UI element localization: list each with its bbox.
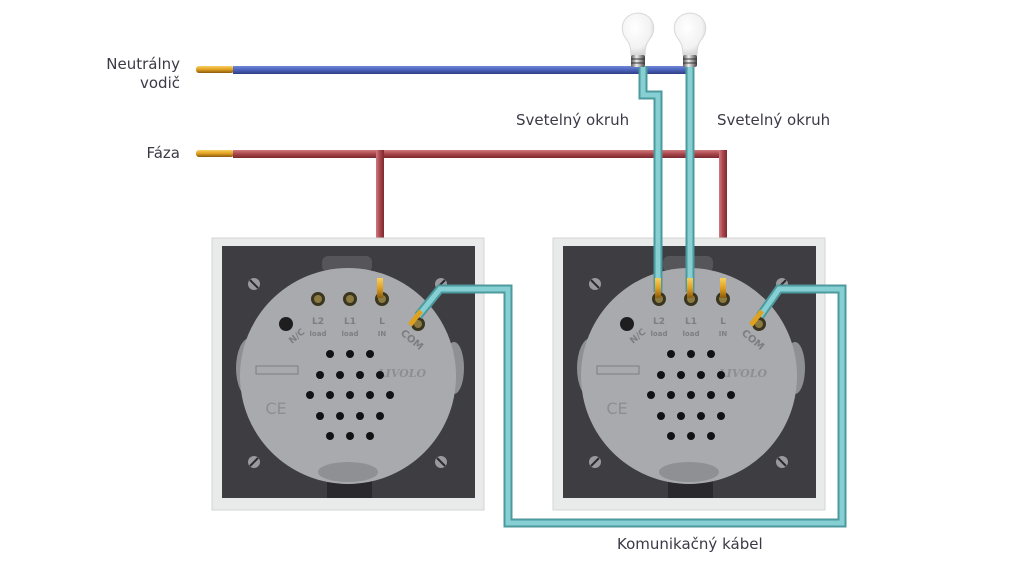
vent-hole: [356, 371, 364, 379]
terminal-label: L1: [685, 317, 697, 327]
vent-hole: [316, 371, 324, 379]
terminal-sublabel: load: [651, 330, 668, 338]
terminal-label: L2: [653, 317, 665, 327]
communication-cable: [414, 284, 847, 528]
light-circuit-wires: [638, 66, 695, 292]
ce-mark: CE: [606, 399, 627, 418]
nc-terminal: [620, 317, 634, 331]
vent-hole: [316, 412, 324, 420]
vent-hole: [647, 391, 655, 399]
terminal-label: L: [379, 317, 385, 327]
vent-hole: [336, 412, 344, 420]
terminal-sublabel: load: [310, 330, 327, 338]
vent-hole: [707, 350, 715, 358]
terminal-sublabel: load: [683, 330, 700, 338]
phase-drop-switch-2: [719, 150, 727, 290]
bulb-1: [621, 12, 655, 67]
vent-hole: [667, 432, 675, 440]
neutral-wire-body: [233, 66, 689, 74]
vent-hole: [727, 391, 735, 399]
vent-hole: [356, 412, 364, 420]
terminal-sublabel: IN: [719, 330, 728, 338]
terminal-label: L2: [312, 317, 324, 327]
vent-hole: [687, 350, 695, 358]
vent-hole: [687, 432, 695, 440]
vent-hole: [697, 371, 705, 379]
nc-terminal: [279, 317, 293, 331]
vent-hole: [346, 391, 354, 399]
brand-logo: LIVOLO: [718, 367, 768, 380]
vent-hole: [346, 350, 354, 358]
vent-hole: [366, 391, 374, 399]
ce-mark: CE: [265, 399, 286, 418]
light-circuit-label-1: Svetelný okruh: [516, 111, 630, 129]
bulb-icon: [621, 12, 655, 56]
terminal-label: L1: [344, 317, 356, 327]
switch-1: [211, 237, 485, 511]
terminal-wire-ends: [377, 278, 764, 327]
terminal-sublabel: IN: [378, 330, 387, 338]
switch-module: [581, 268, 797, 484]
vent-hole: [366, 432, 374, 440]
vent-hole: [346, 432, 354, 440]
vent-hole: [677, 371, 685, 379]
vent-hole: [717, 371, 725, 379]
switch-2: [552, 237, 826, 511]
phase-wire-label: Fáza: [146, 144, 180, 162]
phase-wire: [196, 150, 727, 292]
neutral-wire: [196, 66, 689, 74]
neutral-wire-label: Neutrálny vodič: [60, 55, 180, 93]
vent-hole: [687, 391, 695, 399]
communication-cable-label: Komunikačný kábel: [617, 535, 763, 553]
vent-hole: [697, 412, 705, 420]
phase-drop-switch-1: [376, 150, 384, 292]
vent-hole: [306, 391, 314, 399]
vent-hole: [707, 391, 715, 399]
vent-hole: [336, 371, 344, 379]
light-circuit-label-2: Svetelný okruh: [717, 111, 831, 129]
vent-hole: [677, 412, 685, 420]
neutral-label-line1: Neutrálny: [106, 55, 180, 73]
vent-hole: [376, 371, 384, 379]
strip-gauge: [255, 365, 299, 375]
terminal-sublabel: load: [342, 330, 359, 338]
bulb-2: [673, 12, 707, 67]
bulb-icon: [673, 12, 707, 56]
vent-hole: [717, 412, 725, 420]
vent-hole: [376, 412, 384, 420]
vent-hole: [657, 371, 665, 379]
vent-hole: [667, 391, 675, 399]
neutral-wire-tip: [196, 66, 234, 73]
neutral-label-line2: vodič: [140, 74, 180, 92]
vent-hole: [657, 412, 665, 420]
vent-hole: [326, 391, 334, 399]
terminal-label: L: [720, 317, 726, 327]
vent-hole: [667, 350, 675, 358]
strip-gauge: [596, 365, 640, 375]
vent-hole: [326, 432, 334, 440]
phase-wire-tip: [196, 150, 234, 157]
vent-hole: [326, 350, 334, 358]
brand-logo: LIVOLO: [377, 367, 427, 380]
vent-hole: [707, 432, 715, 440]
vent-hole: [386, 391, 394, 399]
vent-hole: [366, 350, 374, 358]
phase-wire-body: [233, 150, 727, 158]
switch-module: [240, 268, 456, 484]
